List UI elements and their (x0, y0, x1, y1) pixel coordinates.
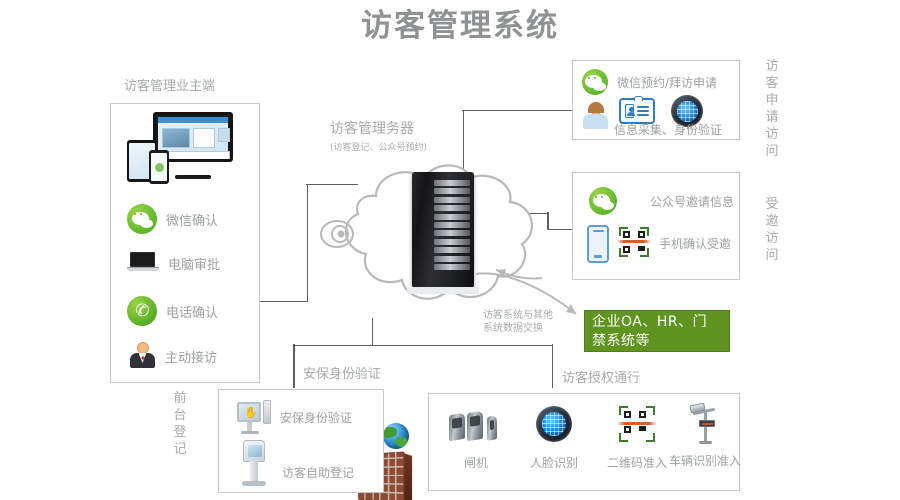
visitor-request-panel[interactable]: 微信预约/拜访申请 信息采集、身份验证 (572, 60, 740, 140)
enterprise-systems-box[interactable]: 企业OA、HR、门 禁系统等 (584, 310, 730, 352)
invited-panel[interactable]: 公众号邀请信息 手机确认受邀 (572, 172, 740, 280)
phone-icon (149, 150, 169, 184)
enterprise-systems-line1: 企业OA、HR、门 (592, 314, 708, 330)
owner-item-label: 电脑审批 (168, 257, 221, 273)
turnstile-gates-icon (449, 406, 503, 442)
globe-icon (383, 423, 409, 449)
radar-swirl-icon (318, 216, 358, 252)
server-title: 访客管理务器 (访客登记、公众号预约) (330, 121, 428, 153)
invited-row-label: 公众号邀请信息 (650, 194, 735, 209)
qr-code-icon (617, 406, 657, 442)
owner-item-label: 微信确认 (166, 213, 219, 229)
connector-cloud-to-invited-h2 (547, 228, 573, 230)
connector-cloud-to-invited-h1 (528, 212, 548, 214)
access-item-vehicle-recognition[interactable]: 车辆识别准入 (669, 402, 741, 469)
owner-item-computer-approval[interactable]: 电脑审批 (127, 252, 220, 274)
security-item-label: 访客自助登记 (282, 465, 355, 480)
id-card-icon (619, 96, 655, 124)
vehicle-camera-icon (687, 402, 725, 444)
qr-code-icon (617, 227, 651, 257)
face-recognition-icon (671, 95, 703, 127)
connector-owner-to-cloud-h2 (306, 183, 358, 185)
access-item-label: 二维码准入 (606, 456, 667, 470)
mobile-phone-icon (587, 225, 609, 263)
monitor-icon (153, 112, 233, 162)
access-item-face-recognition[interactable]: 人脸识别 (515, 406, 593, 471)
wechat-icon (589, 187, 617, 215)
connector-cloud-to-request-h (462, 109, 572, 111)
server-bays (434, 180, 470, 272)
connector-owner-to-cloud-h1 (258, 300, 308, 302)
access-panel[interactable]: 闸机 人脸识别 二维码准入 车辆识别准入 (428, 393, 741, 491)
wechat-icon (582, 69, 608, 95)
enterprise-systems-line2: 禁系统等 (592, 333, 650, 349)
request-row-label: 微信预约/拜访申请 (617, 75, 718, 90)
cloud-inbound-arrow (495, 269, 543, 280)
security-item-label: 安保身份验证 (280, 410, 353, 425)
laptop-icon (127, 252, 159, 274)
connector-firewall-bus (293, 344, 553, 346)
integration-arrow-caption: 访客系统与其他 系统数据交换 (483, 310, 553, 334)
owner-panel[interactable]: 微信确认 电脑审批 ✆ 电话确认 主动接访 (110, 103, 260, 383)
connector-cloud-to-firewall (371, 318, 373, 346)
owner-item-label: 电话确认 (166, 305, 219, 321)
request-row-identity-verify[interactable] (582, 102, 609, 131)
security-section-caption: 安保身份验证 (303, 367, 382, 382)
request-row-wechat-booking[interactable]: 微信预约/拜访申请 (582, 69, 717, 95)
owner-item-phone-confirm[interactable]: ✆ 电话确认 (127, 296, 218, 326)
invited-row-label: 手机确认受邀 (659, 237, 732, 251)
security-item-identity-verify[interactable]: 安保身份验证 (237, 400, 352, 434)
access-item-label: 闸机 (463, 456, 488, 470)
page-title: 访客管理系统 (361, 8, 559, 44)
connector-bus-to-access (551, 344, 553, 388)
connector-owner-to-cloud-v (306, 184, 308, 302)
owner-item-label: 主动接访 (165, 350, 218, 366)
server-base (407, 287, 479, 294)
visitor-request-vertical-caption: 访客申请访问 (765, 59, 779, 159)
reception-vertical-caption: 前台登记 (173, 391, 187, 457)
invited-vertical-caption: 受邀访问 (765, 197, 779, 263)
person-female-avatar-icon (582, 102, 609, 131)
wechat-icon (127, 204, 157, 234)
owner-panel-caption: 访客管理业主端 (124, 79, 216, 94)
green-phone-icon: ✆ (127, 296, 157, 326)
security-panel[interactable]: 安保身份验证 访客自助登记 (218, 389, 384, 493)
owner-item-active-reception[interactable]: 主动接访 (129, 342, 217, 370)
security-kiosk-icon (237, 400, 271, 434)
access-item-label: 人脸识别 (529, 456, 578, 470)
server-rack-icon (407, 172, 479, 294)
request-row-label: 信息采集、身份验证 (614, 123, 723, 137)
face-recognition-icon (536, 406, 572, 442)
access-item-qr-entry[interactable]: 二维码准入 (595, 406, 679, 471)
access-section-caption: 访客授权通行 (562, 371, 641, 386)
security-item-self-registration[interactable]: 访客自助登记 (241, 440, 354, 486)
monitor-tablet-phone-devices (127, 112, 233, 184)
connector-bus-to-security (293, 344, 295, 388)
access-item-label: 车辆识别准入 (669, 454, 742, 468)
invited-row-official-account[interactable]: 公众号邀请信息 (589, 187, 734, 215)
integration-arrow (475, 272, 577, 315)
person-suit-avatar-icon (129, 342, 156, 370)
access-item-turnstile[interactable]: 闸机 (441, 406, 511, 471)
self-service-terminal-icon (241, 440, 267, 486)
owner-item-wechat[interactable]: 微信确认 (127, 204, 218, 234)
connector-cloud-to-invited-v (547, 212, 549, 229)
connector-cloud-to-request-v (462, 110, 464, 172)
